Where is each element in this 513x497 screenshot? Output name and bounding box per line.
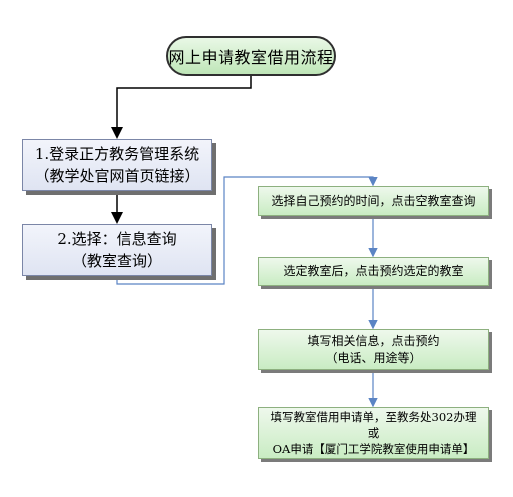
detail-3-subtext: （电话、用途等） xyxy=(325,350,422,365)
step-2-subtitle: （教室查询） xyxy=(71,252,162,270)
start-node-label: 网上申请教室借用流程 xyxy=(168,48,334,67)
detail-1-node: 选择自己预约的时间，点击空教室查询 xyxy=(258,186,489,216)
step-1-node: 1.登录正方教务管理系统 （教学处官网首页链接） xyxy=(22,139,212,191)
step-2-node: 2.选择：信息查询 （教室查询） xyxy=(22,224,212,276)
detail-4-oa-text: OA申请【厦门工学院教室使用申请单】 xyxy=(272,442,475,456)
detail-2-text: 选定教室后，点击预约选定的教室 xyxy=(283,264,464,278)
detail-2-node: 选定教室后，点击预约选定的教室 xyxy=(258,257,489,286)
start-node: 网上申请教室借用流程 xyxy=(166,36,336,76)
connector-step2-to-detail1 xyxy=(116,176,378,285)
step-1-title: 1.登录正方教务管理系统 xyxy=(34,145,200,163)
step-1-subtitle: （教学处官网首页链接） xyxy=(34,167,200,185)
detail-4-node: 填写教室借用申请单，至教务处302办理 或 OA申请【厦门工学院教室使用申请单】 xyxy=(258,407,489,459)
detail-4-text: 填写教室借用申请单，至教务处302办理 xyxy=(270,410,477,424)
connector-start-to-step1 xyxy=(111,76,252,139)
step-2-title: 2.选择：信息查询 xyxy=(57,230,177,248)
detail-3-text: 填写相关信息，点击预约 xyxy=(307,333,440,348)
detail-4-separator: 或 xyxy=(367,426,380,440)
detail-1-text: 选择自己预约的时间，点击空教室查询 xyxy=(271,193,476,208)
detail-3-node: 填写相关信息，点击预约 （电话、用途等） xyxy=(258,329,489,370)
